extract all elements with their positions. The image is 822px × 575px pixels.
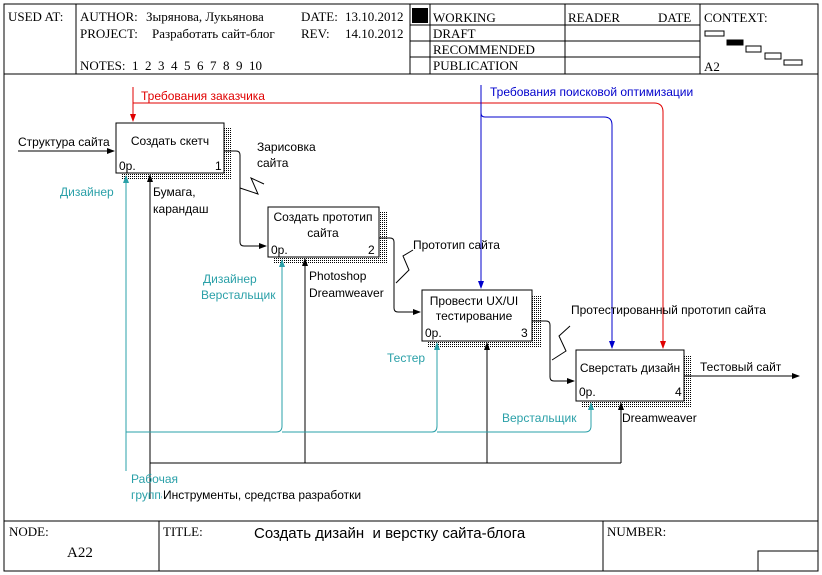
box-4-title: Сверстать дизайн [580, 361, 680, 375]
label-prototype: Прототип сайта [413, 238, 500, 252]
label-dreamweaver: Dreamweaver [309, 286, 384, 300]
label-workgroup-line2: группа [131, 488, 168, 502]
label-sketch-line1: Зарисовка [257, 140, 316, 154]
used-at-label: USED AT: [8, 9, 63, 24]
rev-label: REV: [301, 26, 330, 41]
footer-block: NODE: A22 TITLE: Создать дизайн и верстк… [4, 520, 819, 572]
project-value: Разработать сайт-блог [152, 26, 275, 41]
diagram-title: Создать дизайн и верстку сайта-блога [254, 525, 526, 542]
activity-box-1[interactable]: Создать скетч 0р. 1 [115, 122, 232, 180]
activity-box-4[interactable]: Сверстать дизайн 0р. 4 [575, 349, 692, 408]
label-tools: Инструменты, средства разработки [163, 488, 361, 502]
page-frame [3, 3, 819, 572]
box-3-number: 3 [521, 326, 528, 340]
control-arrow-customer [130, 87, 666, 349]
control-arrow-seo [478, 85, 615, 349]
label-workgroup-line1: Рабочая [131, 472, 178, 486]
box-3-title-line2: тестирование [436, 309, 513, 323]
context-node: A2 [704, 59, 720, 74]
activity-box-2[interactable]: Создать прототип сайта 0р. 2 [267, 206, 388, 264]
label-test-site: Тестовый сайт [700, 360, 782, 374]
node-value: A22 [67, 545, 93, 561]
date-label: DATE: [301, 9, 338, 24]
title-label: TITLE: [163, 524, 203, 539]
box-1-number: 1 [215, 159, 222, 173]
box-3-cost: 0р. [425, 326, 442, 340]
label-site-structure: Структура сайта [18, 135, 110, 149]
status-draft: DRAFT [433, 26, 476, 41]
box-1-title: Создать скетч [131, 134, 209, 148]
activity-box-3[interactable]: Провести UX/UI тестирование 0р. 3 [421, 289, 541, 347]
label-coder: Верстальщик [201, 288, 276, 302]
label-seo-requirements: Требования поисковой оптимизации [490, 85, 693, 99]
working-marker [412, 8, 428, 23]
label-tested-prototype: Протестированный прототип сайта [571, 303, 766, 317]
box-2-title-line1: Создать прототип [274, 210, 373, 224]
box-2-cost: 0р. [271, 243, 288, 257]
label-tester: Тестер [387, 351, 425, 365]
header-block: USED AT: AUTHOR: Зырянова, Лукьянова PRO… [4, 4, 818, 75]
label-designer: Дизайнер [60, 185, 114, 199]
status-recommended: RECOMMENDED [433, 42, 535, 57]
label-customer-requirements: Требования заказчика [141, 89, 265, 103]
project-label: PROJECT: [80, 26, 138, 41]
label-paper-line1: Бумага, [153, 185, 196, 199]
label-coder-2: Верстальщик [502, 411, 577, 425]
box-2-number: 2 [368, 243, 375, 257]
flow-arrows [18, 148, 800, 499]
box-2-title-line2: сайта [307, 226, 339, 240]
box-4-number: 4 [675, 385, 682, 399]
status-publication: PUBLICATION [433, 58, 519, 73]
tools-label-backdrop [162, 487, 374, 502]
author-label: AUTHOR: [80, 9, 138, 24]
notes: NOTES: 1 2 3 4 5 6 7 8 9 10 [80, 58, 262, 73]
label-photoshop: Photoshop [309, 269, 367, 283]
number-label: NUMBER: [607, 524, 666, 539]
author-value: Зырянова, Лукьянова [146, 9, 264, 24]
label-sketch-line2: сайта [257, 156, 289, 170]
box-4-cost: 0р. [579, 385, 596, 399]
label-paper-line2: карандаш [153, 202, 208, 216]
box-1-cost: 0р. [119, 159, 136, 173]
node-label: NODE: [9, 524, 49, 539]
status-working: WORKING [433, 10, 496, 25]
label-dreamweaver-2: Dreamweaver [622, 411, 697, 425]
date-value: 13.10.2012 [345, 9, 404, 24]
context-label: CONTEXT: [704, 10, 768, 25]
date2-label: DATE [658, 10, 691, 25]
context-thumbnail [704, 30, 803, 66]
reader-label: READER [568, 10, 620, 25]
label-designer-2: Дизайнер [203, 272, 257, 286]
box-3-title-line1: Провести UX/UI [430, 294, 518, 308]
rev-value: 14.10.2012 [345, 26, 404, 41]
mechanism-arrows-people [123, 175, 594, 471]
